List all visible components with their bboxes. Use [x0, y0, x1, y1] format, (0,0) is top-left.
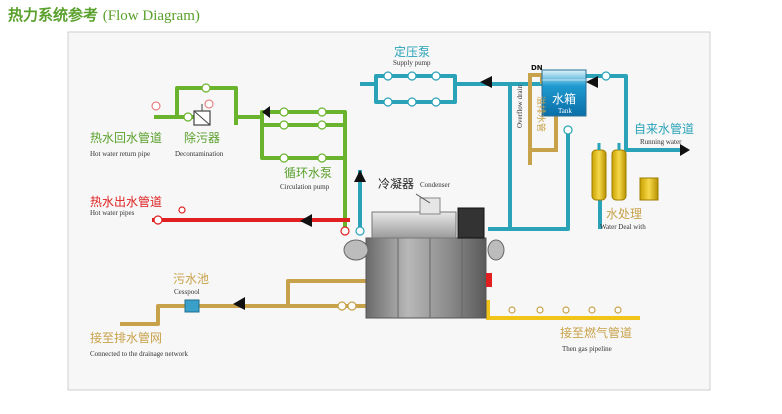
label-decontamination-zh: 除污器 [184, 130, 220, 145]
cesspool-box [184, 299, 200, 313]
label-decontamination-en: Decontamination [175, 150, 224, 158]
drain-valve-group [337, 301, 357, 311]
label-tank-dn: DN [531, 64, 543, 72]
valve-group [183, 83, 350, 236]
label-supply-pump-zh: 定压泵 [394, 44, 430, 59]
page-title-zh: 热力系统参考 [8, 6, 99, 24]
label-gas-en: Then gas pipeline [562, 345, 612, 353]
red-valve-group [153, 206, 186, 225]
decontamination-device [193, 104, 211, 126]
label-cesspool-en: Cesspool [174, 288, 200, 296]
condenser [371, 193, 485, 239]
label-water-treatment-en: Water Deal with [600, 223, 646, 231]
label-cesspool-zh: 污水池 [173, 272, 209, 286]
gas-valve-group [508, 306, 622, 314]
label-running-water-en: Running water [640, 138, 682, 146]
label-tank-zh: 水箱 [552, 91, 576, 106]
label-circulation-pump-en: Circulation pump [280, 183, 330, 191]
boiler [343, 237, 505, 319]
label-tank-en: Tank [558, 107, 572, 115]
drainage-pipe [120, 279, 368, 326]
label-hot-water-return-zh: 热水回水管道 [90, 130, 162, 145]
label-condenser-zh: 冷凝器 [378, 176, 414, 191]
pump-group [355, 71, 611, 236]
label-overflow-en: Overflow drain [516, 85, 524, 128]
label-hot-water-return-en: Hot water return pipe [90, 150, 150, 158]
page-title: 热力系统参考 (Flow Diagram) [8, 6, 200, 25]
label-drainage-zh: 接至排水管网 [90, 330, 162, 345]
water-treatment-unit [591, 143, 659, 201]
gauge-group [151, 99, 214, 111]
label-gas-zh: 接至燃气管道 [560, 325, 632, 340]
label-condenser-en: Condenser [420, 181, 451, 189]
label-drainage-en: Connected to the drainage network [90, 350, 188, 358]
label-hot-water-out-zh: 热水出水管道 [90, 194, 162, 209]
label-overflow-zh: 溢排水管 [535, 96, 547, 132]
label-water-treatment-zh: 水处理 [606, 207, 642, 221]
page-title-en: (Flow Diagram) [102, 8, 200, 24]
label-circulation-pump-zh: 循环水泵 [284, 166, 332, 180]
gas-pipe [486, 300, 640, 320]
flow-arrows [233, 76, 690, 310]
label-running-water-zh: 自来水管道 [634, 121, 694, 136]
water-tank [541, 69, 587, 117]
label-supply-pump-en: Supply pump [393, 59, 431, 67]
label-hot-water-out-en: Hot water pipes [90, 209, 135, 217]
